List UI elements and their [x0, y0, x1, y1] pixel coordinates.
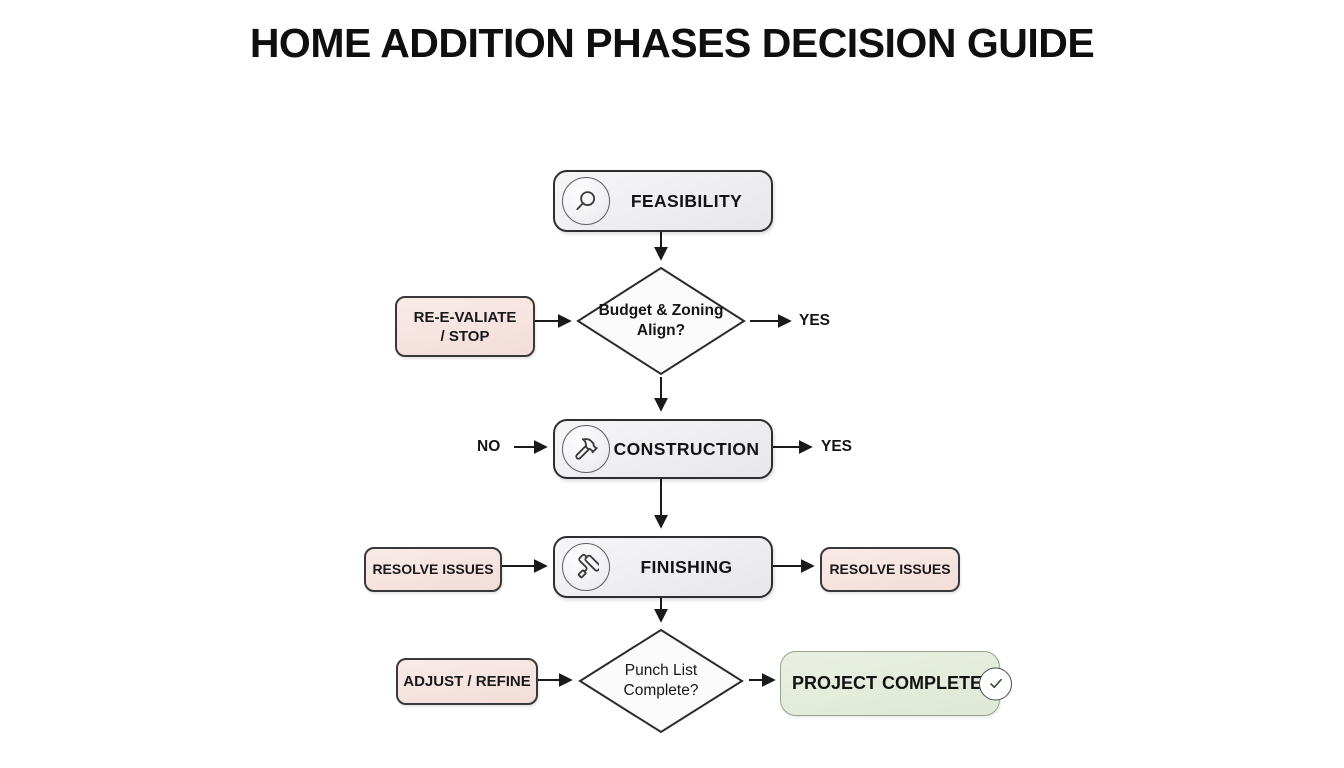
no-label-construction: NO [477, 438, 501, 455]
punch-decision-line2: Complete? [623, 682, 699, 699]
resolve-issues-right-label: RESOLVE ISSUES [829, 561, 951, 577]
resolve-issues-right-node: RESOLVE ISSUES [820, 547, 960, 592]
adjust-refine-label: ADJUST / REFINE [403, 673, 531, 690]
resolve-issues-left-node: RESOLVE ISSUES [364, 547, 502, 592]
reevaluate-stop-node: RE-E-VALIATE / STOP [395, 296, 535, 357]
punch-decision-line1: Punch List [624, 662, 698, 679]
paint-roller-icon [562, 543, 610, 591]
project-complete-label: PROJECT COMPLETE! [791, 673, 988, 693]
reevaluate-line2: / STOP [440, 327, 490, 345]
yes-label-budget: YES [799, 312, 831, 329]
reevaluate-line1: RE-E-VALIATE [413, 308, 517, 326]
feasibility-label: FEASIBILITY [630, 190, 743, 211]
budget-zoning-decision: Budget & Zoning Align? [576, 266, 746, 376]
diamond-shape [578, 628, 744, 734]
page-title: HOME ADDITION PHASES DECISION GUIDE [249, 20, 1095, 66]
resolve-issues-left-label: RESOLVE ISSUES [372, 561, 494, 577]
yes-label-construction: YES [821, 438, 853, 455]
punch-list-decision: Punch List Complete? [578, 628, 744, 734]
finishing-node: FINISHING [553, 536, 773, 598]
adjust-refine-node: ADJUST / REFINE [396, 658, 538, 705]
budget-decision-line1: Budget & Zoning [598, 302, 724, 319]
check-circle-icon [979, 667, 1012, 700]
magnifier-icon [562, 177, 610, 225]
diamond-shape [576, 266, 746, 376]
project-complete-node: PROJECT COMPLETE! [780, 651, 1012, 716]
finishing-label: FINISHING [640, 556, 733, 577]
hammer-icon [562, 425, 610, 473]
budget-decision-line2: Align? [636, 322, 686, 339]
construction-node: CONSTRUCTION [553, 419, 773, 479]
feasibility-node: FEASIBILITY [553, 170, 773, 232]
construction-label: CONSTRUCTION [613, 438, 760, 459]
